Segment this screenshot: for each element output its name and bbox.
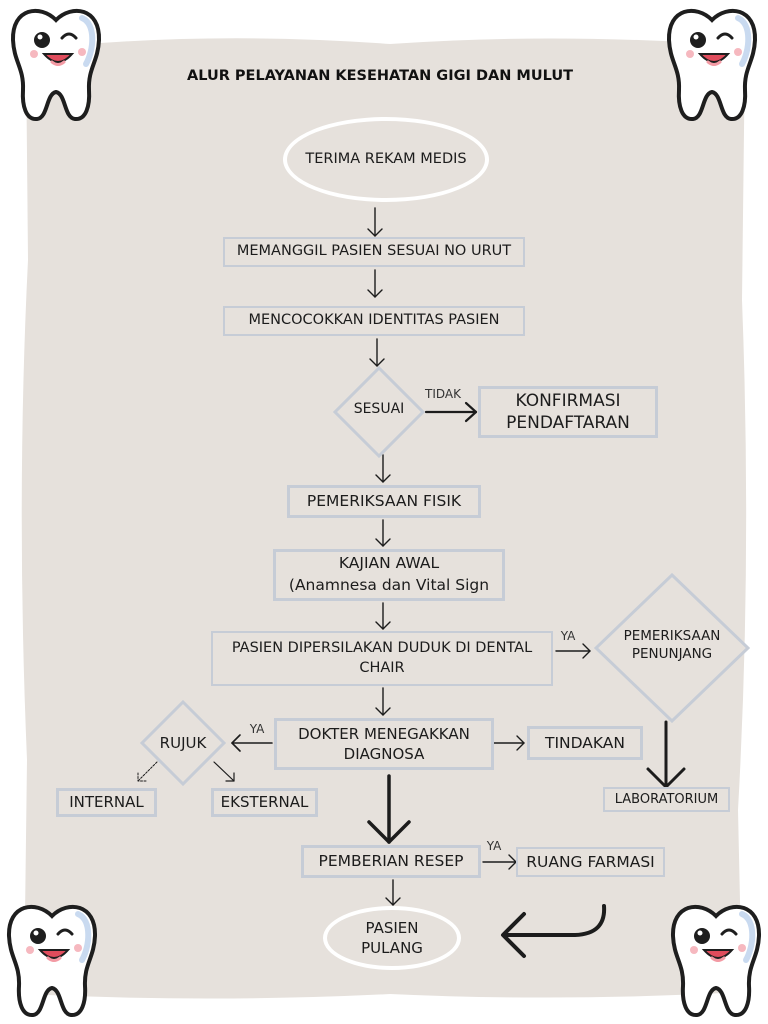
start-terima-rekam-medis: TERIMA REKAM MEDIS xyxy=(283,117,489,202)
arrow-kajian-dental-chair xyxy=(375,602,391,630)
arrow-sesuai-pemeriksaan-fisik xyxy=(375,454,391,483)
edge-label-tidak: TIDAK xyxy=(425,387,461,401)
arrow-fisik-kajian xyxy=(375,519,391,547)
step-dental-chair: PASIEN DIPERSILAKAN DUDUK DI DENTAL CHAI… xyxy=(211,631,553,686)
arrow-resep-farmasi xyxy=(482,854,517,870)
tooth-mascot-icon xyxy=(666,8,758,121)
end-pasien-pulang: PASIEN PULANG xyxy=(323,906,461,970)
arrow-dental-chair-penunjang xyxy=(555,643,591,659)
decision-rujuk-label: RUJUK xyxy=(159,734,207,752)
arrow-diagnosa-resep xyxy=(367,774,411,844)
arrow-diagnosa-tindakan xyxy=(493,735,525,751)
edge-label-ya-farmasi: YA xyxy=(486,839,502,853)
edge-label-ya-rujuk: YA xyxy=(249,722,265,736)
decision-penunjang-label: PEMERIKSAAN PENUNJANG xyxy=(623,628,721,663)
step-pemberian-resep: PEMBERIAN RESEP xyxy=(301,845,481,878)
arrow-memanggil-mencocokkan xyxy=(367,269,383,298)
arrow-penunjang-laboratorium xyxy=(646,720,686,789)
page-title: ALUR PELAYANAN KESEHATAN GIGI DAN MULUT xyxy=(187,68,573,84)
step-eksternal: EKSTERNAL xyxy=(211,788,318,817)
step-pemeriksaan-fisik: PEMERIKSAAN FISIK xyxy=(287,485,481,518)
step-kajian-awal: KAJIAN AWAL (Anamnesa dan Vital Sign xyxy=(273,549,505,601)
step-memanggil-pasien: MEMANGGIL PASIEN SESUAI NO URUT xyxy=(223,237,525,267)
arrow-rujuk-internal xyxy=(137,761,158,782)
arrow-diagnosa-rujuk xyxy=(231,734,273,752)
arrow-sesuai-konfirmasi xyxy=(424,401,478,423)
arrow-farmasi-pulang xyxy=(501,904,607,958)
step-konfirmasi-pendaftaran: KONFIRMASI PENDAFTARAN xyxy=(478,386,658,438)
step-internal: INTERNAL xyxy=(56,788,157,817)
decision-penunjang-diamond xyxy=(594,573,750,723)
step-ruang-farmasi: RUANG FARMASI xyxy=(516,847,665,877)
decision-sesuai-diamond xyxy=(333,366,425,458)
step-dokter-diagnosa: DOKTER MENEGAKKAN DIAGNOSA xyxy=(274,718,494,770)
tooth-mascot-icon xyxy=(10,8,102,121)
arrow-terima-memanggil xyxy=(367,207,383,237)
edge-label-ya-penunjang: YA xyxy=(560,629,576,643)
tooth-mascot-icon xyxy=(670,904,762,1017)
step-laboratorium: LABORATORIUM xyxy=(603,787,730,812)
arrow-dental-chair-diagnosa xyxy=(375,687,391,716)
decision-rujuk-diamond xyxy=(140,700,226,786)
arrow-rujuk-eksternal xyxy=(213,761,235,782)
tooth-mascot-icon xyxy=(6,904,98,1017)
step-mencocokkan-identitas: MENCOCOKKAN IDENTITAS PASIEN xyxy=(223,306,525,336)
arrow-mencocokkan-sesuai xyxy=(369,338,385,367)
arrow-resep-pulang xyxy=(385,879,401,906)
decision-sesuai-label: SESUAI xyxy=(353,401,405,417)
step-tindakan: TINDAKAN xyxy=(527,726,643,760)
